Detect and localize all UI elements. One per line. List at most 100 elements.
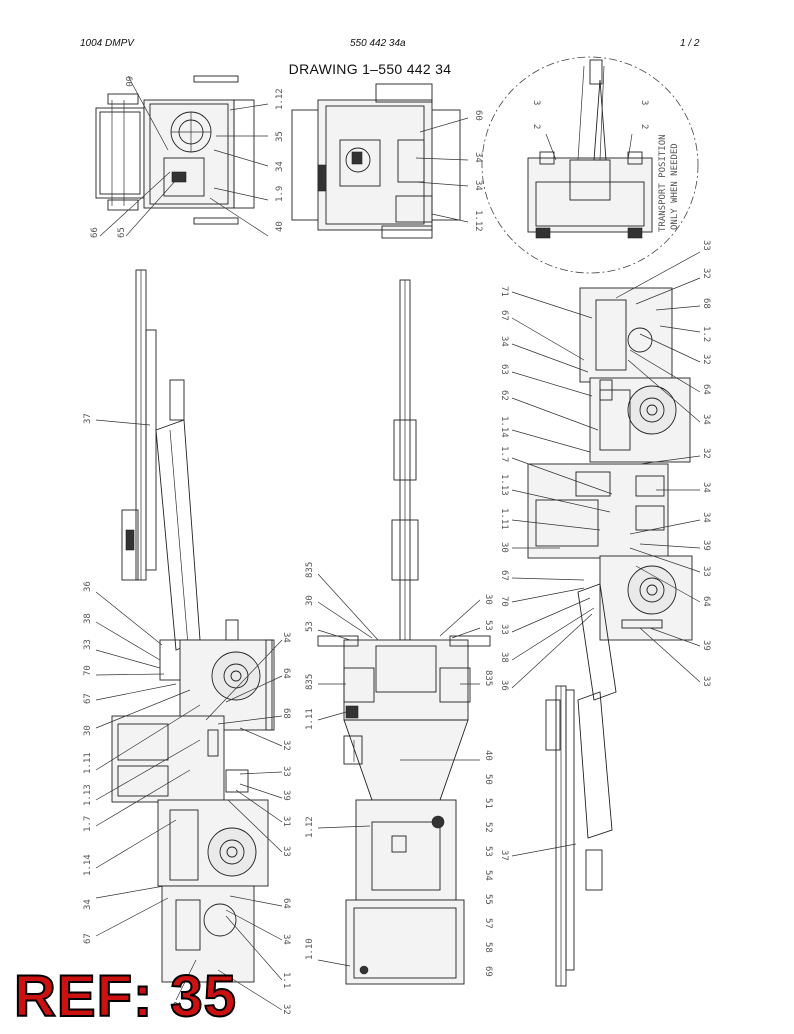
callout-label: 37 [499, 850, 509, 861]
document-code: 1004 DMPV [80, 38, 134, 49]
callout-label: 38 [499, 652, 509, 663]
callout-label: 70 [499, 596, 509, 607]
callout-label: 69 [483, 966, 493, 977]
callout-label: 40 [483, 750, 493, 761]
callout-label: 1.9 [275, 186, 285, 202]
callout-label: 1.12 [305, 816, 315, 838]
callout-label: 34 [701, 512, 711, 523]
center-plan-leaders [317, 573, 481, 967]
callout-label: 52 [483, 822, 493, 833]
callout-label: 33 [281, 766, 291, 777]
callout-label: 1.10 [305, 938, 315, 960]
callout-label: 36 [83, 581, 93, 592]
callout-label: 3 [531, 100, 541, 105]
right-side-leaders [511, 251, 701, 857]
callout-label: 33 [701, 240, 711, 251]
callout-label: 1.11 [83, 752, 93, 774]
callout-label: 67 [83, 933, 93, 944]
callout-label: 39 [281, 790, 291, 801]
callout-label: 32 [281, 1004, 291, 1015]
callout-label: 33 [499, 624, 509, 635]
callout-label: 1.2 [701, 326, 711, 342]
callout-label: 1.12 [473, 210, 483, 232]
callout-label: 34 [499, 336, 509, 347]
callout-label: 70 [83, 665, 93, 676]
callout-label: 67 [499, 310, 509, 321]
callout-label: 55 [483, 894, 493, 905]
callout-label: 1.7 [83, 816, 93, 832]
callout-label: 63 [499, 364, 509, 375]
callout-label: 64 [701, 596, 711, 607]
callout-label: 54 [483, 870, 493, 881]
callout-label: 71 [499, 286, 509, 297]
callout-label: 32 [173, 1001, 183, 1012]
callout-label: 53 [483, 620, 493, 631]
callout-label: 33 [701, 676, 711, 687]
callout-label: 32 [701, 268, 711, 279]
callout-label: 68 [281, 708, 291, 719]
callout-label: 37 [83, 413, 93, 424]
callout-label: 33 [281, 846, 291, 857]
callout-label: 68 [701, 298, 711, 309]
callout-label: 64 [281, 898, 291, 909]
callout-label: 1.12 [275, 88, 285, 110]
callout-label: 53 [483, 846, 493, 857]
callout-label: 835 [305, 562, 315, 578]
callout-label: 2 [531, 124, 541, 129]
callout-label: 30 [499, 542, 509, 553]
callout-label: 64 [281, 668, 291, 679]
callout-label: 34 [275, 161, 285, 172]
callout-label: 30 [483, 594, 493, 605]
callout-label: 34 [701, 482, 711, 493]
transport-note-line-1: TRANSPORT POSITION [658, 134, 668, 232]
callout-label: 1.14 [499, 416, 509, 438]
callout-label: 3 [639, 100, 649, 105]
top-left-view [95, 75, 269, 237]
transport-detail-view [481, 56, 699, 274]
callout-label: 34 [83, 899, 93, 910]
callout-label: 36 [499, 680, 509, 691]
callout-label: 33 [83, 639, 93, 650]
callout-label: 62 [499, 390, 509, 401]
callout-label: 64 [701, 384, 711, 395]
callout-label: 40 [275, 221, 285, 232]
callout-label: 66 [90, 227, 100, 238]
callout-label: 1.7 [499, 446, 509, 462]
callout-label: 67 [83, 693, 93, 704]
callout-label: 1.1 [281, 972, 291, 988]
right-side-view [527, 287, 693, 987]
callout-label: 32 [701, 354, 711, 365]
left-side-view [111, 269, 275, 983]
drawing-title: DRAWING 1–550 442 34 [288, 61, 452, 77]
callout-label: 32 [281, 740, 291, 751]
callout-label: 1.14 [83, 854, 93, 876]
callout-label: 34 [473, 180, 483, 191]
callout-label: 60 [123, 76, 133, 87]
callout-label: 38 [83, 613, 93, 624]
left-side-leaders [95, 419, 283, 1011]
callout-label: 60 [473, 110, 483, 121]
callout-label: 53 [305, 621, 315, 632]
callout-label: 67 [499, 570, 509, 581]
center-plan-view [317, 279, 491, 985]
transport-note-line-2: ONLY WHEN NEEDED [670, 143, 680, 230]
callout-label: 835 [305, 674, 315, 690]
callout-label: 35 [275, 131, 285, 142]
callout-label: 835 [483, 670, 493, 686]
callout-label: 1.13 [499, 474, 509, 496]
reference-stamp: REF: 35 [13, 963, 237, 1030]
callout-label: 58 [483, 942, 493, 953]
callout-label: 65 [117, 227, 127, 238]
callout-label: 34 [473, 152, 483, 163]
callout-label: 34 [281, 934, 291, 945]
callout-label: 1.13 [83, 784, 93, 806]
page-number: 1 / 2 [680, 38, 700, 49]
callout-label: 39 [701, 640, 711, 651]
callout-label: 34 [701, 414, 711, 425]
callout-label: 1.11 [499, 508, 509, 530]
callout-label: 30 [83, 725, 93, 736]
callout-label: 34 [281, 632, 291, 643]
callout-label: 50 [483, 774, 493, 785]
callout-label: 57 [483, 918, 493, 929]
